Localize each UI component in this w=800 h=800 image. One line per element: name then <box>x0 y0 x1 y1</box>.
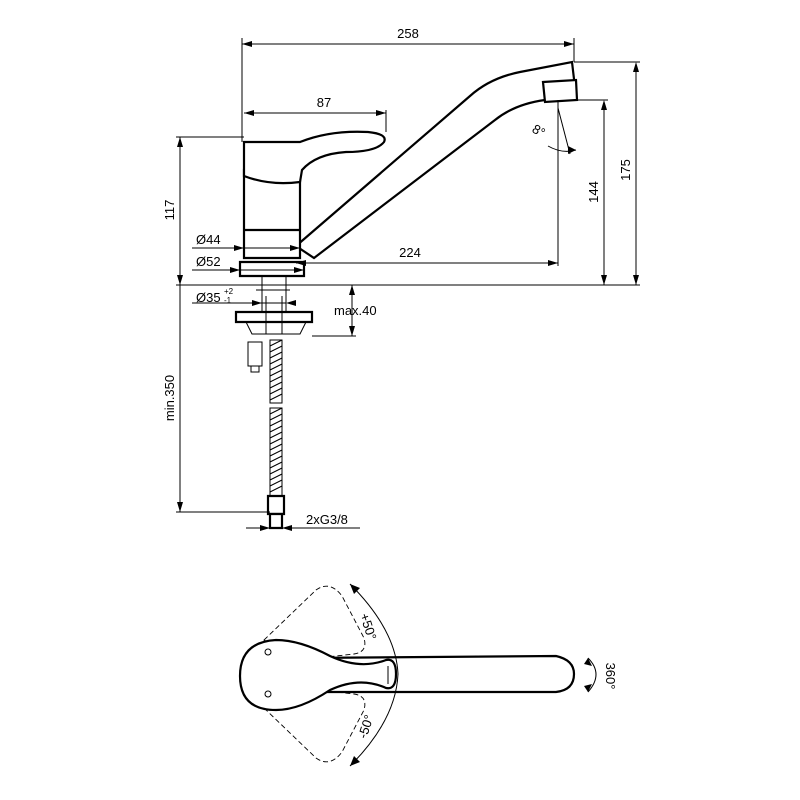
dim-total-height: 175 <box>618 159 633 181</box>
dim-diameter-35-tol-minus: -1 <box>224 296 232 305</box>
dim-max-thickness: max.40 <box>334 303 377 318</box>
handle-top <box>238 638 398 712</box>
dim-hose-length: min.350 <box>162 375 177 421</box>
dim-spout-reach: 224 <box>399 245 421 260</box>
lever-handle <box>242 130 386 185</box>
flexible-hose <box>266 339 286 530</box>
faucet-top-view <box>238 583 597 767</box>
dimension-lines <box>176 38 640 529</box>
dim-handle-length: 87 <box>317 95 331 110</box>
rotation-spout-label: 360° <box>603 663 618 690</box>
dimension-arrows <box>177 41 639 531</box>
rotation-minus-label: -50° <box>355 713 377 740</box>
faucet-side-view <box>234 60 579 373</box>
handle-position-minus <box>263 687 366 763</box>
handle-position-plus <box>263 585 366 661</box>
spout <box>294 60 578 260</box>
dim-base-height: 117 <box>162 200 177 221</box>
dim-spout-angle: 8° <box>530 121 548 140</box>
spout-rotation-arc <box>587 657 597 693</box>
dim-diameter-44: Ø44 <box>196 232 221 247</box>
dim-connection: 2xG3/8 <box>306 512 348 527</box>
dim-spout-height: 144 <box>586 181 601 203</box>
dim-diameter-35: Ø35 <box>196 290 221 305</box>
dim-diameter-35-tol-plus: +2 <box>224 287 234 296</box>
dim-overall-length: 258 <box>397 26 419 41</box>
dim-diameter-52: Ø52 <box>196 254 221 269</box>
